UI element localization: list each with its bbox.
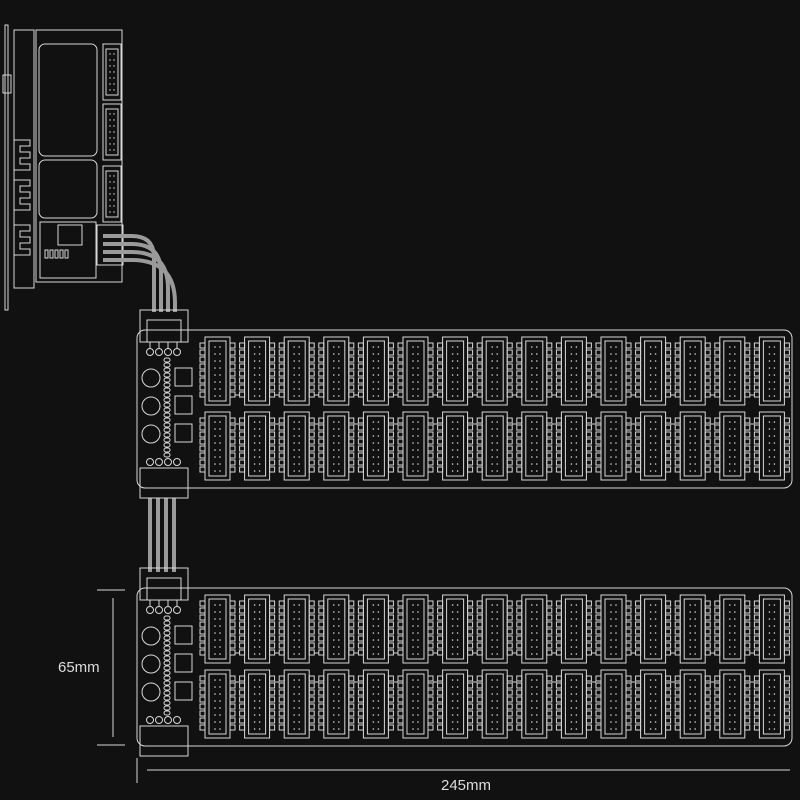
idc-connector xyxy=(516,669,557,739)
idc-connector xyxy=(674,336,715,406)
idc-connector xyxy=(239,336,280,406)
idc-connector xyxy=(753,669,790,739)
bus-board-2 xyxy=(136,567,793,757)
idc-connector xyxy=(278,669,319,739)
idc-connector xyxy=(199,669,240,739)
capacitor-icon xyxy=(141,682,161,702)
capacitor-icon xyxy=(141,424,161,444)
idc-connector xyxy=(239,411,280,481)
dimension-lines xyxy=(97,589,790,783)
idc-connector xyxy=(357,594,398,664)
idc-connector xyxy=(318,669,359,739)
eurorack-module xyxy=(2,24,124,311)
idc-connector xyxy=(753,594,790,664)
ribbon-wire xyxy=(103,250,170,312)
idc-connector xyxy=(674,594,715,664)
idc-connector xyxy=(357,411,398,481)
idc-connector xyxy=(357,336,398,406)
idc-connector xyxy=(199,411,240,481)
idc-connector xyxy=(674,669,715,739)
idc-connector xyxy=(595,336,636,406)
ribbon-wire xyxy=(103,242,163,312)
idc-connector xyxy=(753,336,790,406)
idc-connector xyxy=(635,336,676,406)
ribbon-cable xyxy=(103,234,177,312)
idc-connector xyxy=(516,336,557,406)
height-dimension-label: 65mm xyxy=(58,659,100,676)
idc-connector xyxy=(555,594,596,664)
idc-connector xyxy=(635,594,676,664)
jack-icon xyxy=(14,139,31,171)
idc-connector xyxy=(318,411,359,481)
capacitor-icon xyxy=(141,626,161,646)
idc-connector xyxy=(278,411,319,481)
idc-connector xyxy=(516,411,557,481)
idc-connector xyxy=(635,669,676,739)
idc-connector xyxy=(318,336,359,406)
idc-connector xyxy=(199,594,240,664)
idc-connector xyxy=(476,336,517,406)
idc-connector xyxy=(397,594,438,664)
bus-board-1 xyxy=(136,309,793,499)
idc-connector xyxy=(714,411,755,481)
idc-connector xyxy=(397,336,438,406)
idc-connector xyxy=(239,594,280,664)
idc-connector xyxy=(595,669,636,739)
idc-connector xyxy=(635,411,676,481)
idc-connector xyxy=(714,669,755,739)
capacitor-icon xyxy=(141,396,161,416)
idc-connector xyxy=(595,594,636,664)
idc-connector xyxy=(437,411,478,481)
idc-connector xyxy=(437,594,478,664)
idc-connector xyxy=(357,669,398,739)
idc-connector xyxy=(437,336,478,406)
idc-connector xyxy=(674,411,715,481)
jack-icon xyxy=(14,224,31,256)
idc-connector xyxy=(516,594,557,664)
idc-connector xyxy=(476,669,517,739)
idc-connector xyxy=(555,336,596,406)
idc-connector xyxy=(595,411,636,481)
idc-connector xyxy=(397,411,438,481)
capacitor-icon xyxy=(141,368,161,388)
idc-connector xyxy=(555,669,596,739)
ribbon-cable-between-boards xyxy=(148,498,176,572)
idc-connector xyxy=(753,411,790,481)
idc-connector xyxy=(714,336,755,406)
idc-connector xyxy=(278,594,319,664)
capacitor-icon xyxy=(141,654,161,674)
idc-connector xyxy=(555,411,596,481)
idc-connector xyxy=(318,594,359,664)
width-dimension-label: 245mm xyxy=(441,777,492,794)
idc-connector xyxy=(239,669,280,739)
idc-connector xyxy=(199,336,240,406)
idc-connector xyxy=(476,594,517,664)
idc-connector xyxy=(397,669,438,739)
idc-connector xyxy=(437,669,478,739)
idc-connector xyxy=(476,411,517,481)
idc-connector xyxy=(278,336,319,406)
idc-connector xyxy=(714,594,755,664)
ribbon-wire xyxy=(103,258,177,312)
jack-icon xyxy=(14,179,31,211)
